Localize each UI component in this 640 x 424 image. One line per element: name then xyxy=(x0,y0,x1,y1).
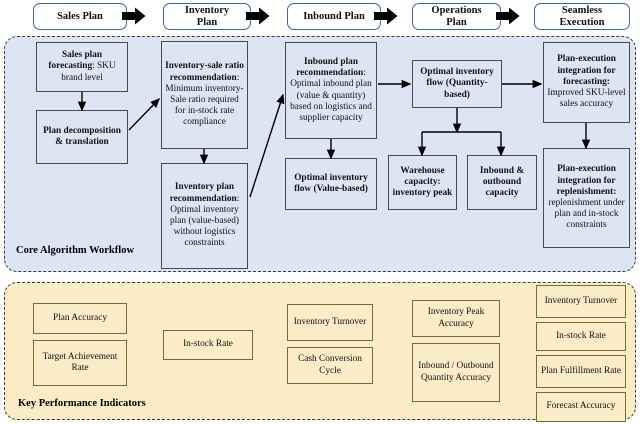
workflow-box-text: Plan decomposition & translation xyxy=(40,126,124,148)
workflow-box-text: Inbound plan recommendation: Optimal inb… xyxy=(289,57,373,124)
workflow-box-warehouse-capacity[interactable]: Warehouse capacity: inventory peak xyxy=(388,155,457,210)
workflow-box-heading: Inbound plan recommendation xyxy=(296,56,364,79)
workflow-box-detail: : Optimal inventory plan (value-based) w… xyxy=(170,193,240,249)
workflow-box-text: Plan-execution integration for replenish… xyxy=(547,164,626,231)
kpi-box-kpi-forecast-accuracy[interactable]: Forecast Accuracy xyxy=(536,392,626,422)
workflow-box-text: Inventory-sale ratio recommendation: Min… xyxy=(165,61,244,128)
stage-label: Sales Plan xyxy=(57,10,103,22)
workflow-box-detail: Improved SKU-level sales accuracy xyxy=(547,88,626,110)
kpi-box-label: In-stock Rate xyxy=(556,330,606,341)
kpi-box-label: Inbound / Outbound Quantity Accuracy xyxy=(418,361,494,383)
workflow-box-heading: Optimal inventory flow (Quantity-based) xyxy=(420,67,494,100)
workflow-box-plan-execution-forecasting[interactable]: Plan-execution integration for forecasti… xyxy=(543,42,630,123)
workflow-box-plan-decomposition[interactable]: Plan decomposition & translation xyxy=(36,110,128,164)
workflow-box-detail: : Minimum inventory-Sale ratio required … xyxy=(165,72,244,128)
workflow-box-inventory-sale-ratio-recommendation[interactable]: Inventory-sale ratio recommendation: Min… xyxy=(161,41,248,149)
stage-label: Inbound Plan xyxy=(303,10,365,22)
kpi-box-kpi-cash-conversion-cycle[interactable]: Cash Conversion Cycle xyxy=(287,347,373,384)
workflow-box-sales-plan-forecasting[interactable]: Sales plan forecasting: SKU brand level xyxy=(36,42,128,92)
workflow-box-text: Inbound & outbound capacity xyxy=(471,166,533,200)
kpi-box-label: Inventory Turnover xyxy=(544,295,618,306)
stage-arrow-inventory-to-inbound xyxy=(246,7,270,25)
kpi-box-kpi-inventory-peak-accuracy[interactable]: Inventory Peak Accuracy xyxy=(412,300,500,337)
kpi-box-label: Plan Accuracy xyxy=(53,312,107,323)
workflow-box-inbound-outbound-capacity[interactable]: Inbound & outbound capacity xyxy=(467,155,537,210)
workflow-box-inbound-plan-recommendation[interactable]: Inbound plan recommendation: Optimal inb… xyxy=(285,42,377,139)
stage-label: Inventory Plan xyxy=(184,5,230,28)
kpi-box-label: Plan Fulfillment Rate xyxy=(540,365,622,376)
workflow-box-heading: Inventory-sale ratio recommendation xyxy=(165,61,244,83)
workflow-box-detail: replenishment under plan and in-stock co… xyxy=(548,198,625,231)
kpi-box-label: Target Achievement Rate xyxy=(42,351,118,373)
kpi-box-label: In-stock Rate xyxy=(183,339,233,350)
stage-arrow-operations-to-seamless xyxy=(496,7,520,25)
kpi-box-kpi-target-achievement-rate[interactable]: Target Achievement Rate xyxy=(33,340,127,386)
workflow-box-heading: Optimal inventory flow (Value-based) xyxy=(294,172,368,194)
workflow-box-heading: Plan-execution integration for forecasti… xyxy=(557,54,616,87)
kpi-box-label: Forecast Accuracy xyxy=(546,401,616,412)
core-algorithm-workflow-label: Core Algorithm Workflow xyxy=(16,245,135,256)
workflow-box-heading: Plan decomposition & translation xyxy=(43,125,121,147)
kpi-box-kpi-plan-fulfillment-rate[interactable]: Plan Fulfillment Rate xyxy=(536,355,626,388)
stage-seamless-execution[interactable]: Seamless Execution xyxy=(534,3,630,30)
workflow-box-detail: : Optimal inbound plan (value & quantity… xyxy=(290,68,372,123)
stage-label: Seamless Execution xyxy=(559,5,605,28)
kpi-box-kpi-inbound-outbound-quantity-accuracy[interactable]: Inbound / Outbound Quantity Accuracy xyxy=(412,343,500,402)
kpi-box-kpi-inventory-turnover-2[interactable]: Inventory Turnover xyxy=(536,285,626,318)
kpi-box-kpi-inventory-turnover-1[interactable]: Inventory Turnover xyxy=(287,304,373,341)
kpi-box-label: Inventory Peak Accuracy xyxy=(427,307,485,329)
workflow-box-heading: Warehouse capacity: inventory peak xyxy=(392,165,453,199)
workflow-box-text: Optimal inventory flow (Quantity-based) xyxy=(416,67,498,101)
stage-label: Operations Plan xyxy=(431,5,482,28)
workflow-box-optimal-inventory-flow-quantity[interactable]: Optimal inventory flow (Quantity-based) xyxy=(412,60,502,108)
kpi-box-kpi-in-stock-rate-1[interactable]: In-stock Rate xyxy=(163,330,253,360)
workflow-box-heading: Plan-execution integration for replenish… xyxy=(556,164,617,197)
workflow-box-text: Inventory plan recommendation: Optimal i… xyxy=(165,182,244,249)
stage-arrow-sales-to-inventory xyxy=(122,7,146,25)
workflow-box-optimal-inventory-flow-value[interactable]: Optimal inventory flow (Value-based) xyxy=(285,158,377,210)
stage-operations-plan[interactable]: Operations Plan xyxy=(412,3,501,30)
workflow-box-detail: : SKU brand level xyxy=(61,61,116,83)
stage-inventory-plan[interactable]: Inventory Plan xyxy=(163,3,251,30)
workflow-box-inventory-plan-recommendation[interactable]: Inventory plan recommendation: Optimal i… xyxy=(161,163,248,269)
workflow-box-heading: Sales plan forecasting xyxy=(48,50,103,72)
workflow-box-text: Plan-execution integration for forecasti… xyxy=(547,54,626,110)
stage-sales-plan[interactable]: Sales Plan xyxy=(33,3,127,30)
kpi-box-kpi-plan-accuracy[interactable]: Plan Accuracy xyxy=(33,303,127,334)
workflow-box-heading: Inbound & outbound capacity xyxy=(479,165,525,199)
workflow-box-heading: Inventory plan recommendation xyxy=(169,182,237,204)
stage-inbound-plan[interactable]: Inbound Plan xyxy=(287,3,381,30)
workflow-box-plan-execution-replenishment[interactable]: Plan-execution integration for replenish… xyxy=(543,148,630,248)
workflow-box-text: Sales plan forecasting: SKU brand level xyxy=(40,50,124,84)
kpi-box-kpi-in-stock-rate-2[interactable]: In-stock Rate xyxy=(536,322,626,351)
workflow-box-text: Warehouse capacity: inventory peak xyxy=(392,166,453,200)
key-performance-indicators-label: Key Performance Indicators xyxy=(18,398,146,409)
stage-arrow-inbound-to-operations xyxy=(374,7,398,25)
workflow-box-text: Optimal inventory flow (Value-based) xyxy=(289,173,373,195)
kpi-box-label: Cash Conversion Cycle xyxy=(298,354,362,376)
kpi-box-label: Inventory Turnover xyxy=(293,316,367,327)
